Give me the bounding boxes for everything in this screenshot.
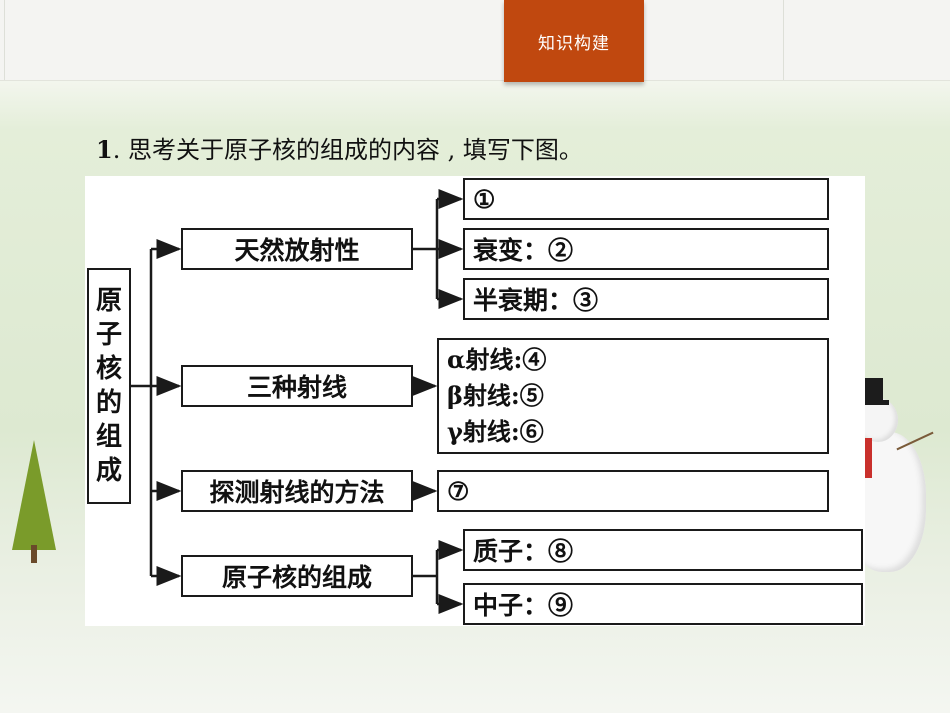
branch-detection-methods: 探测射线的方法 <box>181 470 413 512</box>
leaf-decay[interactable]: 衰变：② <box>463 228 829 270</box>
leaf-half-life[interactable]: 半衰期：③ <box>463 278 829 320</box>
concept-diagram: 原子核的组成 天然放射性 三种射线 探测射线的方法 原子核的组成 ① 衰变：② … <box>85 176 865 626</box>
snowman-scarf <box>862 438 872 478</box>
question-number: 1 <box>96 135 113 164</box>
bar-divider <box>783 0 784 80</box>
section-tab[interactable]: 知识构建 <box>504 0 644 82</box>
branch-three-rays: 三种射线 <box>181 365 413 407</box>
bar-divider <box>4 0 5 80</box>
branch-natural-radioactivity: 天然放射性 <box>181 228 413 270</box>
gamma-ray-line: γ射线:⑥ <box>447 417 544 446</box>
leaf-detection-blank[interactable]: ⑦ <box>437 470 829 512</box>
leaf-ray-types[interactable]: α射线:④ β射线:⑤ γ射线:⑥ <box>437 338 829 454</box>
tree-decoration <box>12 440 56 550</box>
snowman-hat <box>861 378 883 404</box>
leaf-proton[interactable]: 质子：⑧ <box>463 529 863 571</box>
connector-lines <box>131 189 464 614</box>
leaf-neutron[interactable]: 中子：⑨ <box>463 583 863 625</box>
alpha-ray-line: α射线:④ <box>447 345 547 374</box>
beta-ray-line: β射线:⑤ <box>447 381 544 410</box>
tree-trunk <box>31 545 37 563</box>
branch-nucleus-composition: 原子核的组成 <box>181 555 413 597</box>
top-bar <box>0 0 950 81</box>
question-body: . 思考关于原子核的组成的内容 , 填写下图。 <box>112 136 583 164</box>
root-node: 原子核的组成 <box>87 268 131 504</box>
question-text: 1. 思考关于原子核的组成的内容 , 填写下图。 <box>96 130 583 165</box>
leaf-blank-1[interactable]: ① <box>463 178 829 220</box>
